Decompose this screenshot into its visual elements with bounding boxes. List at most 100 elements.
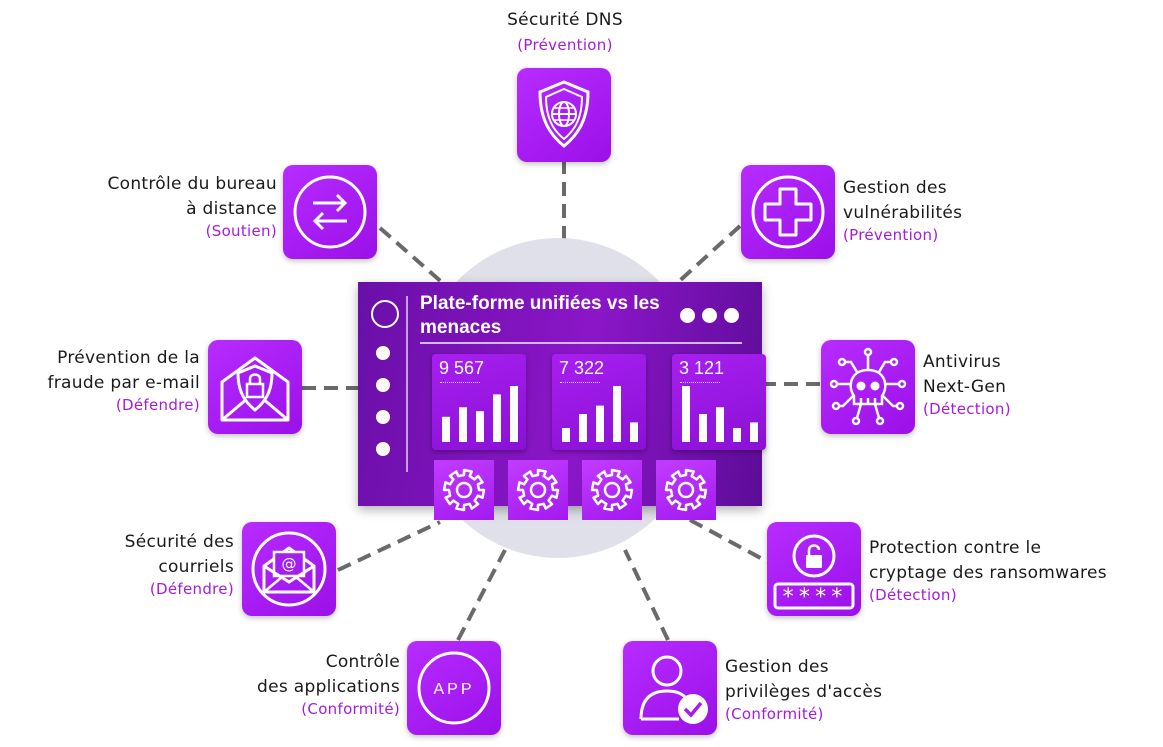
bar-chart-icon <box>442 386 518 442</box>
menu-ring-icon <box>371 300 399 328</box>
node-title: Gestion des <box>843 178 947 198</box>
node-title-line2: des applications <box>257 677 400 697</box>
node-title-line2: courriels <box>158 557 234 577</box>
divider <box>406 296 408 472</box>
stat-caption-line <box>560 382 600 386</box>
stat-value: 9 567 <box>439 358 485 378</box>
dashboard-title: Plate-forme unifiées vs les menaces <box>420 293 660 338</box>
email-fraud-tile <box>208 340 302 434</box>
node-antivirus-label: Antivirus Next-Gen (Détection) <box>923 350 1073 418</box>
bar-chart-icon <box>682 386 758 442</box>
lock-password-icon: **** <box>773 534 855 610</box>
node-title: Contrôle du bureau <box>107 174 277 194</box>
node-title-line2: privilèges d'accès <box>725 682 883 702</box>
stat-value: 7 322 <box>559 358 605 378</box>
applications-tile: APP <box>407 641 501 735</box>
node-vuln-label: Gestion des vulnérabilités (Prévention) <box>843 176 1043 244</box>
vulnerability-tile <box>741 165 835 259</box>
node-email-label: Sécurité des courriels (Défendre) <box>60 530 234 598</box>
dns-security-tile <box>517 68 611 162</box>
gear-hub <box>529 481 547 499</box>
more-dot-icon <box>680 308 695 323</box>
node-title: Contrôle <box>325 652 400 672</box>
node-title: Antivirus <box>923 352 1001 372</box>
plus-cross-icon <box>751 175 825 249</box>
gear-hub <box>603 481 621 499</box>
mini-bar <box>613 386 621 442</box>
mini-bar <box>510 386 518 442</box>
node-title: Gestion des <box>725 657 829 677</box>
envelope-shield-lock-icon <box>220 356 290 422</box>
node-apps-label: Contrôle des applications (Conformité) <box>200 650 400 718</box>
stat-card: 7 322 <box>552 354 646 450</box>
node-title-line2: à distance <box>186 199 277 219</box>
more-dot-icon <box>724 308 739 323</box>
node-ransom-label: Protection contre le cryptage des ransom… <box>869 536 1159 604</box>
app-circle-icon: APP <box>417 651 491 725</box>
bar-chart-icon <box>562 386 638 442</box>
mini-bar <box>442 416 450 442</box>
node-title-line2: fraude par e-mail <box>47 373 200 393</box>
node-title: Protection contre le <box>869 538 1042 558</box>
node-title: Prévention de la <box>57 348 200 368</box>
node-dns-label: Sécurité DNS (Prévention) <box>470 8 660 58</box>
unified-platform-dashboard: Plate-forme unifiées vs les menaces 9 56… <box>358 282 766 520</box>
node-category: (Détection) <box>869 586 957 604</box>
mini-bar <box>579 414 587 442</box>
envelope-at-icon: @ <box>251 531 327 607</box>
mini-bar <box>476 411 484 442</box>
mini-bar <box>630 422 638 442</box>
remote-desktop-tile <box>283 165 377 259</box>
mini-bar <box>596 405 604 442</box>
mini-bar <box>562 428 570 442</box>
menu-dot-icon <box>376 410 390 424</box>
svg-text:@: @ <box>282 555 297 573</box>
divider <box>420 342 742 344</box>
gear-outline <box>516 468 560 512</box>
gear-icon <box>508 460 568 520</box>
mini-bar <box>699 414 707 442</box>
gear-outline <box>442 468 486 512</box>
virus-skull-icon <box>829 347 907 426</box>
node-category: (Prévention) <box>843 226 939 244</box>
menu-dot-icon <box>376 346 390 360</box>
user-check-icon <box>639 655 708 724</box>
node-category: (Défendre) <box>149 580 234 598</box>
stat-caption-line <box>680 382 720 386</box>
node-fraud-label: Prévention de la fraude par e-mail (Défe… <box>10 346 200 414</box>
shield-globe-icon <box>538 80 590 148</box>
stat-card: 9 567 <box>432 354 526 450</box>
node-category: (Conformité) <box>725 705 824 723</box>
mini-bar <box>459 407 467 442</box>
svg-text:****: **** <box>782 585 847 610</box>
node-category: (Détection) <box>923 400 1011 418</box>
node-title-line2: cryptage des ransomwares <box>869 563 1107 583</box>
node-category: (Conformité) <box>301 700 400 718</box>
swap-arrows-icon <box>293 175 367 249</box>
node-title: Sécurité DNS <box>507 10 623 30</box>
node-title-line2: vulnérabilités <box>843 203 963 223</box>
mini-bar <box>750 422 758 442</box>
email-security-tile: @ <box>242 522 336 616</box>
gear-icon <box>656 460 716 520</box>
access-privileges-tile <box>623 641 717 735</box>
stat-card: 3 121 <box>672 354 766 450</box>
node-category: (Soutien) <box>205 222 277 240</box>
gear-outline <box>664 468 708 512</box>
node-category: (Prévention) <box>517 36 613 54</box>
node-title-line2: Next-Gen <box>923 377 1007 397</box>
node-title: Sécurité des <box>124 532 234 552</box>
gear-hub <box>677 481 695 499</box>
ransomware-tile: **** <box>767 522 861 616</box>
mini-bar <box>682 386 690 442</box>
gear-icon <box>582 460 642 520</box>
node-category: (Défendre) <box>115 396 200 414</box>
stat-caption-line <box>440 382 480 386</box>
gear-icon <box>434 460 494 520</box>
node-remote-label: Contrôle du bureau à distance (Soutien) <box>40 172 277 240</box>
mini-bar <box>716 407 724 442</box>
antivirus-tile <box>821 340 915 434</box>
menu-dot-icon <box>376 442 390 456</box>
mini-bar <box>733 428 741 442</box>
